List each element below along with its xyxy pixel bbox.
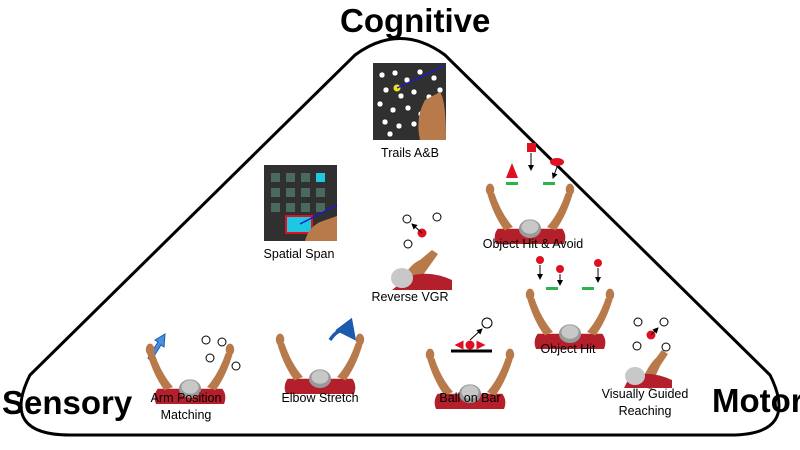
trails-label: Trails A&B xyxy=(381,146,439,160)
triangle-outline xyxy=(19,37,781,437)
object-hit-avoid-label: Object Hit & Avoid xyxy=(483,237,584,251)
vgr-label-1: Visually Guided xyxy=(602,387,689,401)
arm-position-label-1: Arm Position xyxy=(151,391,222,405)
arm-position-illustration xyxy=(145,333,241,404)
spatial-span-label: Spatial Span xyxy=(264,247,335,261)
spatial-span-panel xyxy=(264,165,338,241)
object-hit-illustration xyxy=(525,256,615,349)
arm-position-label-2: Matching xyxy=(161,408,212,422)
reverse-vgr-label: Reverse VGR xyxy=(371,290,448,304)
object-hit-label: Object Hit xyxy=(541,342,596,356)
elbow-stretch-illustration xyxy=(275,317,365,394)
trails-panel xyxy=(373,63,446,140)
ball-on-bar-label: Ball on Bar xyxy=(439,391,500,405)
elbow-stretch-label: Elbow Stretch xyxy=(281,391,358,405)
object-hit-avoid-illustration xyxy=(485,143,575,244)
vgr-illustration xyxy=(624,317,672,390)
reverse-vgr-illustration xyxy=(391,212,452,290)
motor-label: Motor xyxy=(712,382,800,419)
cognitive-label: Cognitive xyxy=(340,2,491,39)
vgr-label-2: Reaching xyxy=(619,404,672,418)
ball-on-bar-illustration xyxy=(425,317,515,409)
